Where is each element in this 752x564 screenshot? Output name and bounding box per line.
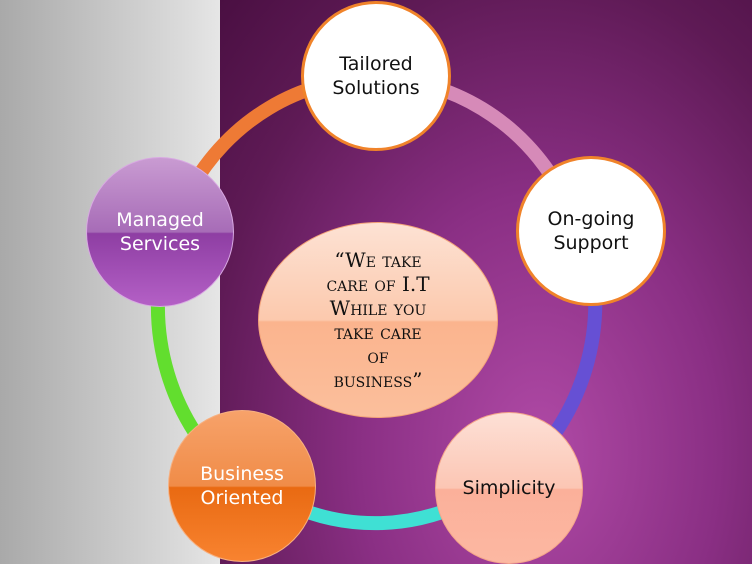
node-label: Solutions <box>332 77 420 99</box>
node-label: Business <box>200 463 284 485</box>
quote-line: “We take <box>334 248 422 272</box>
ring-segment-cyan <box>287 498 463 531</box>
node-label: Services <box>119 233 201 255</box>
center-quote: “We take care of I.T While you take care… <box>258 222 498 418</box>
ring-segment-green <box>150 299 206 445</box>
node-label: Oriented <box>200 487 284 509</box>
node-label: Managed <box>116 209 204 231</box>
quote-line: care of I.T <box>326 272 430 296</box>
node-label: Support <box>553 232 629 254</box>
node-label: On-going <box>547 208 635 230</box>
node-simplicity: Simplicity <box>435 412 583 564</box>
quote-line: While you <box>329 296 427 320</box>
quote-line: take care <box>334 320 422 344</box>
ring-segment-blue <box>544 289 603 445</box>
node-label: Tailored <box>339 53 413 75</box>
quote-line: business” <box>333 368 423 392</box>
quote-line: of <box>367 344 389 368</box>
node-label: Simplicity <box>462 477 556 499</box>
